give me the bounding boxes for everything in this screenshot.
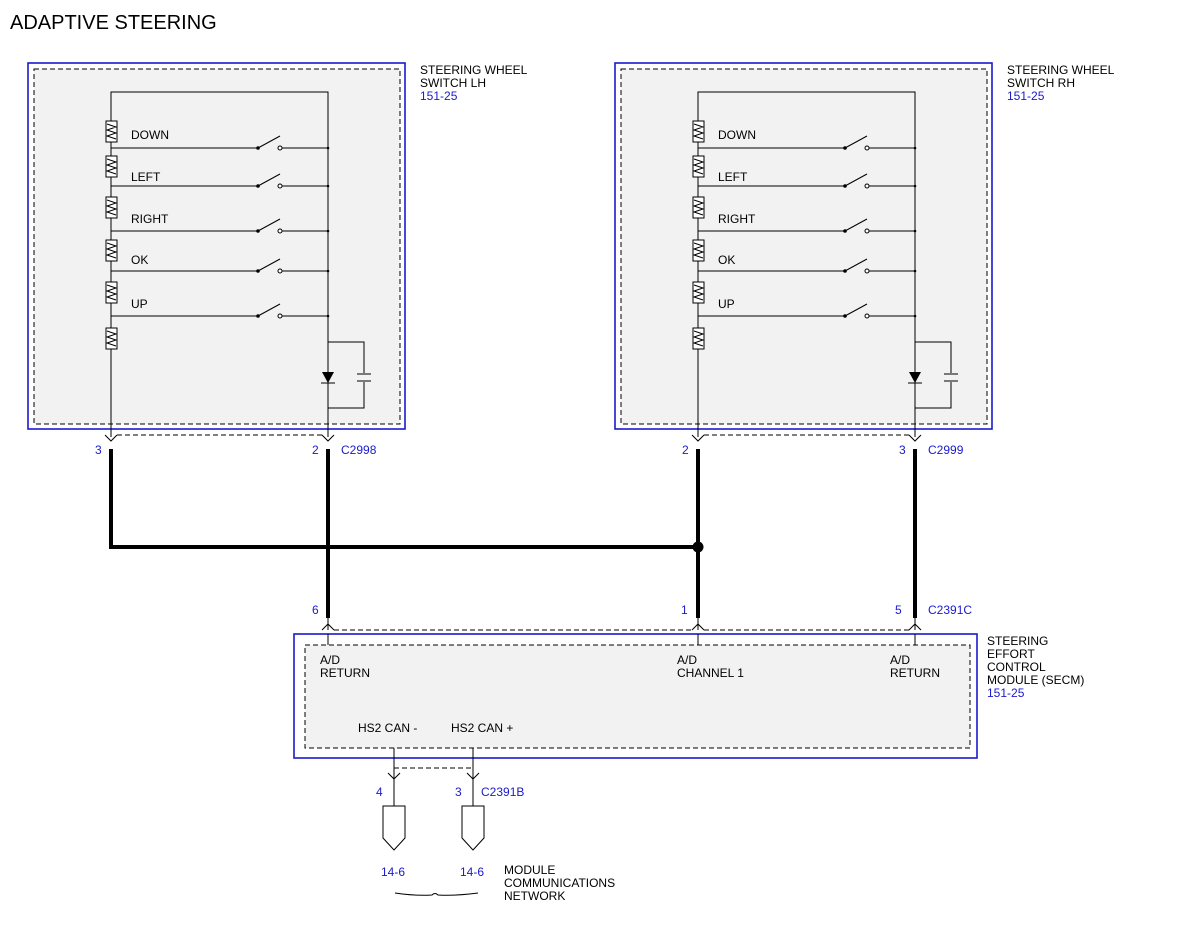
pin-number: 3 — [455, 785, 462, 799]
network-name: COMMUNICATIONS — [504, 876, 615, 890]
connector-label[interactable]: C2391B — [481, 785, 524, 799]
connector-c2998: 3 2 C2998 — [95, 434, 377, 457]
network-ref-link[interactable]: 14-6 — [381, 865, 405, 879]
switch-row-left: LEFT — [698, 170, 915, 189]
button-label-up: UP — [131, 297, 148, 311]
button-label-right: RIGHT — [131, 212, 169, 226]
diagram-title: ADAPTIVE STEERING — [10, 12, 217, 34]
capacitor-icon — [357, 373, 371, 382]
button-label-left: LEFT — [718, 170, 748, 184]
steering-wheel-switch-lh: DOWN LEFT RIGHT OK — [27, 62, 528, 437]
connector-c2391c: 6 1 5 C2391C — [312, 603, 972, 631]
pin-number: 6 — [312, 603, 319, 617]
module-communications-network: 14-6 14-6 MODULE COMMUNICATIONS NETWORK — [381, 805, 615, 903]
splice-icon — [692, 541, 704, 553]
network-name: MODULE — [504, 863, 555, 877]
module-ref-link[interactable]: 151-25 — [987, 686, 1025, 700]
switch-rh-name-2: SWITCH RH — [1007, 76, 1075, 90]
switch-row-up: UP — [111, 297, 328, 319]
pin-number: 2 — [682, 443, 689, 457]
steering-wheel-switch-rh: DOWN LEFT RIGHT OK — [614, 62, 1115, 437]
button-label-down: DOWN — [718, 128, 756, 142]
capacitor-icon — [944, 373, 958, 382]
switch-lh-name: STEERING WHEEL — [420, 63, 528, 77]
network-ref-link[interactable]: 14-6 — [460, 865, 484, 879]
network-name: NETWORK — [504, 889, 565, 903]
module-name: CONTROL — [987, 660, 1046, 674]
button-label-left: LEFT — [131, 170, 161, 184]
pin-number: 2 — [312, 443, 319, 457]
diode-icon — [321, 372, 335, 384]
connector-c2999: 2 3 C2999 — [682, 434, 964, 457]
wiring-harness — [109, 449, 917, 618]
connector-label[interactable]: C2391C — [928, 603, 972, 617]
pin-number: 5 — [895, 603, 902, 617]
switch-lh-ref-link[interactable]: 151-25 — [420, 89, 458, 103]
switch-lh-name-2: SWITCH LH — [420, 76, 486, 90]
button-label-ok: OK — [718, 253, 735, 267]
switch-row-up: UP — [698, 297, 915, 319]
button-label-right: RIGHT — [718, 212, 756, 226]
switch-row-ok: OK — [698, 253, 915, 274]
switch-row-left: LEFT — [111, 170, 328, 189]
switch-row-right: RIGHT — [111, 212, 328, 234]
signal-label: A/D — [677, 653, 697, 667]
switch-rh-ref-link[interactable]: 151-25 — [1007, 89, 1045, 103]
signal-label: A/D — [320, 653, 340, 667]
pin-number: 3 — [899, 443, 906, 457]
off-page-connector-icon — [461, 805, 485, 851]
pin-number: 1 — [681, 603, 688, 617]
steering-effort-control-module: A/D RETURN A/D CHANNEL 1 A/D RETURN HS2 … — [293, 633, 1084, 759]
signal-label: RETURN — [890, 666, 940, 680]
signal-label: A/D — [890, 653, 910, 667]
signal-label: RETURN — [320, 666, 370, 680]
can-low-label: HS2 CAN - — [358, 721, 417, 735]
pin-number: 4 — [376, 785, 383, 799]
switch-row-down: DOWN — [111, 128, 328, 151]
can-high-label: HS2 CAN + — [451, 721, 513, 735]
switch-row-ok: OK — [111, 253, 328, 274]
connector-c2391b: 4 3 C2391B — [376, 748, 524, 806]
connector-label[interactable]: C2998 — [341, 443, 377, 457]
button-label-down: DOWN — [131, 128, 169, 142]
pin-number: 3 — [95, 443, 102, 457]
module-name: EFFORT — [987, 647, 1035, 661]
switch-row-right: RIGHT — [698, 212, 915, 234]
module-name: STEERING — [987, 634, 1048, 648]
switch-row-down: DOWN — [698, 128, 915, 151]
brace-icon — [394, 892, 479, 896]
off-page-connector-icon — [382, 805, 406, 851]
diode-icon — [908, 372, 922, 384]
button-label-up: UP — [718, 297, 735, 311]
connector-label[interactable]: C2999 — [928, 443, 964, 457]
switch-rh-name: STEERING WHEEL — [1007, 63, 1115, 77]
button-label-ok: OK — [131, 253, 148, 267]
module-name: MODULE (SECM) — [987, 673, 1084, 687]
signal-label: CHANNEL 1 — [677, 666, 744, 680]
